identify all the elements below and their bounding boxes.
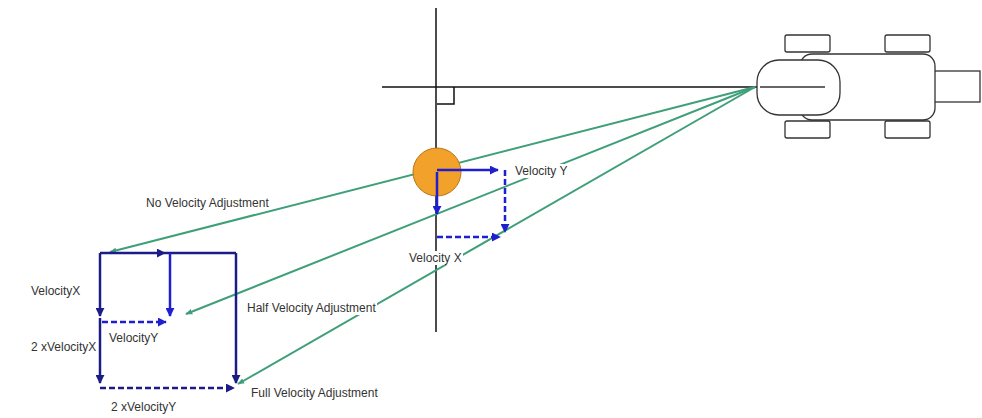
annotation-label: Full Velocity Adjustment: [250, 386, 379, 400]
crosshair: [382, 8, 825, 332]
tractor: [757, 35, 980, 138]
annotation-label: VelocityX: [30, 284, 81, 298]
inner-vectors: [102, 253, 170, 322]
annotation-label: 2 xVelocityY: [110, 400, 177, 414]
annotation-label: Velocity X: [408, 251, 463, 265]
annotation-label: VelocityY: [108, 331, 159, 345]
vector-box: [100, 253, 236, 388]
annotation-label: No Velocity Adjustment: [145, 196, 270, 210]
aim-lines: [110, 87, 755, 384]
annotation-label: 2 xVelocityX: [30, 340, 97, 354]
ball-vectors: [437, 170, 505, 237]
annotation-label: Half Velocity Adjustment: [246, 301, 377, 315]
annotation-label: Velocity Y: [514, 164, 568, 178]
